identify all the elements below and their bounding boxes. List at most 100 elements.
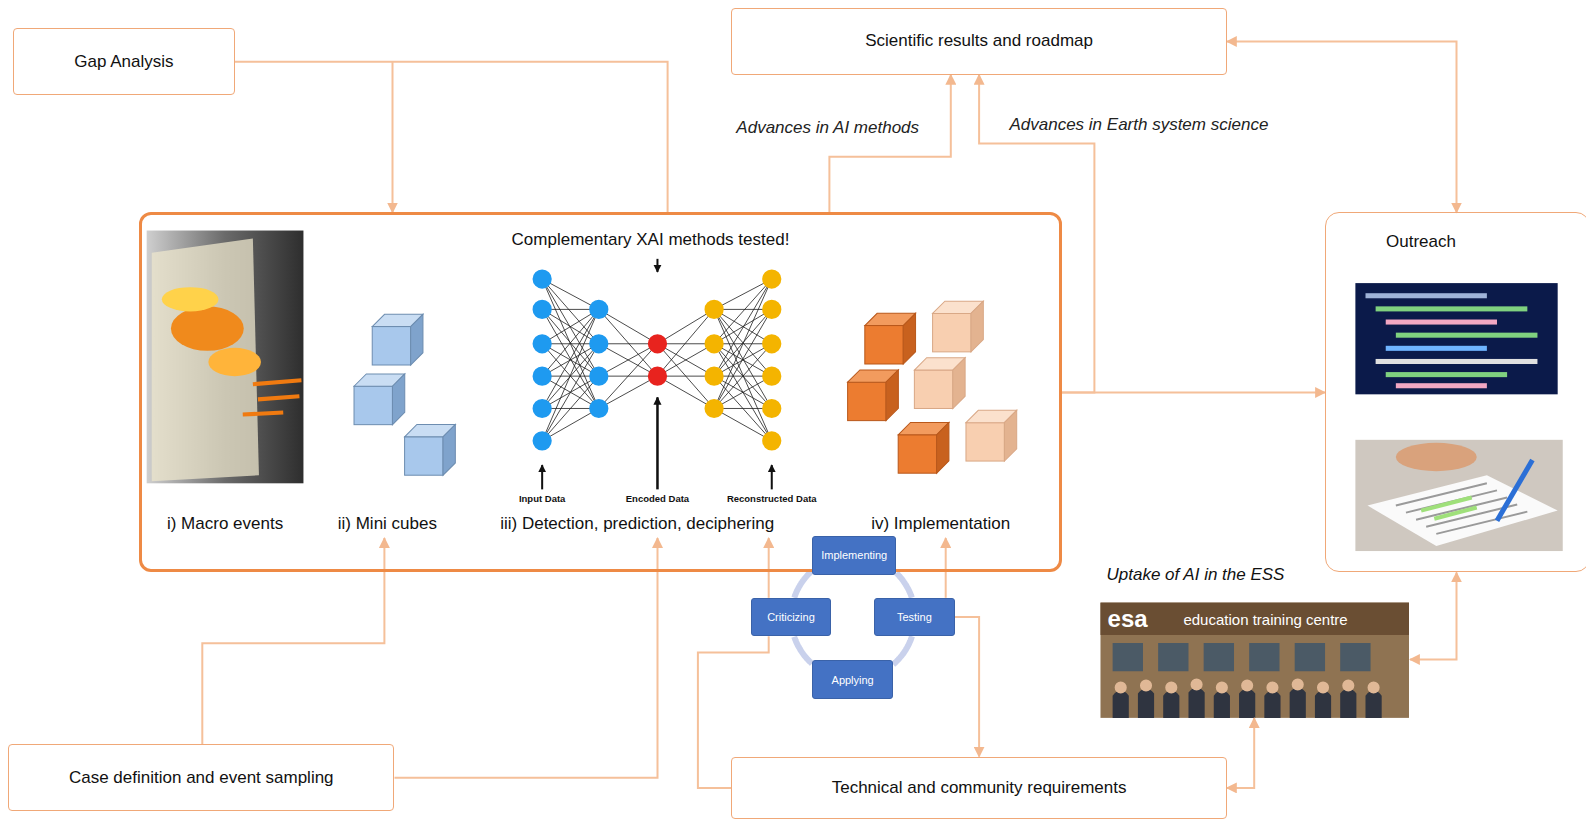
code-line [1386,320,1497,325]
cycle-arc [794,571,812,598]
cube-side [443,424,455,475]
macro-event-blob [162,287,219,311]
pointer-arrow [771,465,773,489]
cube-front [865,326,903,364]
photo-panel: Uptake of AI in the ESS [1100,564,1410,718]
cube-front [405,437,443,475]
process-box: Scientific results and roadmap [731,8,1227,75]
flow-connector [955,617,979,757]
pointer-arrow [541,465,543,489]
cycle-step-label: Implementing [821,549,887,561]
macro-event-blob [171,306,244,350]
cube-side [411,314,423,365]
process-box: Technical and community requirements [731,757,1227,820]
cube-side [886,370,898,421]
cube-side [903,313,915,364]
cycle-step-label: Criticizing [767,611,815,623]
cycle-step-box: Applying [812,660,893,698]
box-label: Case definition and event sampling [69,768,334,788]
flow-connector [1227,718,1254,788]
cube-side [1004,410,1016,461]
photo-caption: Uptake of AI in the ESS [1106,565,1284,585]
cube-front [914,370,952,408]
cycle-step-box: Criticizing [751,598,832,636]
pointer-arrow [656,259,658,272]
cube-side [937,422,949,473]
cube-side [971,301,983,352]
layer-label: Reconstructed Data [727,493,817,504]
outreach-panel: Outreach [1325,212,1586,572]
layer-label: Encoded Data [626,493,689,504]
network-neurons [762,269,781,450]
group-faces [1115,678,1380,693]
building-sign-band [1100,603,1409,635]
process-box: Case definition and event sampling [8,744,394,811]
step-caption: ii) Mini cubes [338,514,437,538]
flow-connector [945,538,947,598]
network-neurons [533,269,552,450]
flow-connector [1410,573,1457,660]
workflow-step: ii) Mini cubes [322,303,453,538]
network-links [542,279,772,441]
cycle-step-box: Implementing [812,536,896,574]
code-line [1396,333,1538,338]
cycle-arc [896,573,912,598]
reading-photo [1355,440,1562,551]
code-line [1365,293,1486,298]
box-label: Gap Analysis [74,52,173,72]
workflow-step: i) Macro events [142,228,309,539]
cycle-step-label: Applying [832,674,874,686]
cube-front [898,435,936,473]
panel-heading: Outreach [1386,232,1456,252]
box-label: Technical and community requirements [832,778,1127,798]
cube-front [848,382,886,420]
step-caption: iii) Detection, prediction, deciphering [500,514,774,538]
edge-label: Advances in AI methods [736,118,919,138]
macro-event-streaks [243,380,302,414]
flow-connector [768,538,770,598]
layer-label: Input Data [519,493,565,504]
workflow-panel: Complementary XAI methods tested! i) Macr… [139,212,1062,572]
macro-event-render [147,231,304,484]
hand [1396,443,1477,471]
code-line [1386,372,1507,377]
cube-front [372,327,410,365]
group-people [1113,688,1382,718]
code-line [1376,359,1538,364]
network-neurons [704,300,723,418]
cube-front [354,386,392,424]
code-screenshot [1355,283,1557,394]
process-box: Gap Analysis [13,28,235,95]
flow-connector [202,538,384,744]
step-caption: i) Macro events [167,514,283,538]
pointer-arrow [656,397,659,489]
code-line [1386,346,1487,351]
building-windows [1113,643,1371,671]
flow-connector [829,75,950,213]
cube-front [966,423,1004,461]
code-line [1376,306,1528,311]
pen [1497,460,1532,521]
cycle-arc [893,636,912,664]
cycle-arc [794,637,812,664]
flow-connector [395,538,658,778]
book-page [1368,475,1558,546]
panel-heading: Complementary XAI methods tested! [512,230,790,250]
cube-side [953,358,965,409]
cycle-step-box: Testing [874,598,955,636]
highlight-marks [1421,497,1477,518]
group-photo [1100,603,1409,718]
macro-event-blob [208,348,261,376]
flow-connector [1062,392,1325,394]
cube-side [392,374,404,425]
sign-text: esa [1108,605,1148,633]
flow-connector [235,62,668,213]
cube-front [933,313,971,351]
network-neurons [648,334,667,386]
network-neurons [589,300,608,418]
cycle-step-label: Testing [897,611,932,623]
edge-label: Advances in Earth system science [1009,115,1268,135]
workflow-step: iv) Implementation [840,293,1042,538]
book-text-lines [1396,483,1527,534]
